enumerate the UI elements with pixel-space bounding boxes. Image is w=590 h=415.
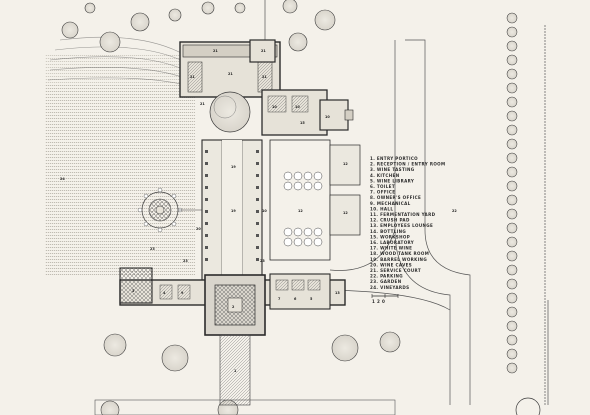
legend-item: 1. ENTRY PORTICO (370, 156, 418, 161)
plan-legend: 1. ENTRY PORTICO 2. RECEPTION / ENTRY RO… (370, 156, 445, 290)
room-label: 21 (190, 75, 195, 79)
building-north-wing (179, 0, 281, 98)
legend-item: 5. WINE LIBRARY (370, 178, 414, 183)
building-south-wing (119, 267, 346, 406)
room-label: 12 (343, 162, 348, 166)
room-label: 21 (213, 49, 218, 53)
room-label: 24 (60, 177, 65, 181)
room-label: 10 (325, 115, 330, 119)
fermentation-yard (269, 139, 361, 261)
scale-label: 1 2 0 (372, 299, 385, 304)
room-label: 23 (183, 259, 188, 263)
central-corridor (201, 139, 263, 281)
corridor-colonnade (205, 150, 259, 261)
legend-item: 8. OWNER'S OFFICE (370, 195, 421, 200)
room-label: 6 (294, 297, 297, 301)
room-label: 21 (261, 49, 266, 53)
courtyard-tree (209, 91, 251, 133)
parking-strip (94, 399, 396, 415)
room-label: 21 (228, 72, 233, 76)
trees-top (61, 0, 336, 53)
room-label: 12 (298, 209, 303, 213)
legend-item: 14. BOTTLING (370, 229, 406, 234)
room-label: 13 (335, 291, 340, 295)
room-label: 15 (300, 121, 305, 125)
room-label: 5 (310, 297, 313, 301)
room-label: 10 (262, 209, 267, 213)
legend-item: 21. SERVICE COURT (370, 268, 421, 273)
room-number-labels: 21 21 21 21 21 21 10 10 10 19 10 12 12 1… (60, 49, 457, 373)
room-label: 10 (295, 105, 300, 109)
room-label: 1 (234, 369, 237, 373)
legend-item: 4. KITCHEN (370, 173, 400, 178)
legend-item: 10. HALL (370, 206, 393, 211)
legend-item: 15. WORKSHOP (370, 234, 410, 239)
room-label: 3 (132, 289, 135, 293)
trees-right-column (506, 12, 518, 374)
scale-bar: 1 2 0 (371, 294, 399, 304)
room-label: 4 (163, 291, 166, 295)
garden-roundel (137, 187, 202, 233)
room-label: 2 (232, 305, 235, 309)
legend-item: 17. WHITE WINE (370, 246, 412, 251)
legend-item: 12. CRUSH PAD (370, 218, 410, 223)
room-label: 21 (262, 75, 267, 79)
legend-item: 16. LABORATORY (370, 240, 414, 245)
legend-item: 3. WINE TASTING (370, 167, 415, 172)
room-label: 10 (272, 105, 277, 109)
room-label: 22 (452, 209, 457, 213)
drive-circle (515, 397, 541, 415)
room-label: 7 (278, 297, 281, 301)
room-label: 19 (231, 165, 236, 169)
room-label: 23 (150, 247, 155, 251)
room-label: 23 (260, 259, 265, 263)
legend-item: 18. WOOD TANK ROOM (370, 251, 429, 256)
room-label: 19 (231, 209, 236, 213)
legend-item: 19. BARREL WORKING (370, 257, 427, 262)
legend-item: 24. VINEYARDS (370, 285, 409, 290)
legend-item: 20. WINE CAVES (370, 262, 412, 267)
legend-item: 13. EMPLOYEES LOUNGE (370, 223, 433, 228)
legend-item: 2. RECEPTION / ENTRY ROOM (370, 162, 445, 167)
vineyard-rows (45, 36, 195, 275)
road-network (329, 25, 549, 405)
building-east-upper (261, 89, 354, 136)
room-label: 9 (181, 291, 184, 295)
legend-item: 22. PARKING (370, 274, 403, 279)
room-label: 21 (200, 102, 205, 106)
room-label: 12 (343, 211, 348, 215)
room-label: 20 (196, 227, 201, 231)
legend-item: 11. FERMENTATION YARD (370, 212, 436, 217)
legend-item: 23. GARDEN (370, 279, 402, 284)
legend-item: 9. MECHANICAL (370, 201, 411, 206)
legend-item: 7. OFFICE (370, 190, 395, 195)
legend-item: 6. TOILET (370, 184, 395, 189)
